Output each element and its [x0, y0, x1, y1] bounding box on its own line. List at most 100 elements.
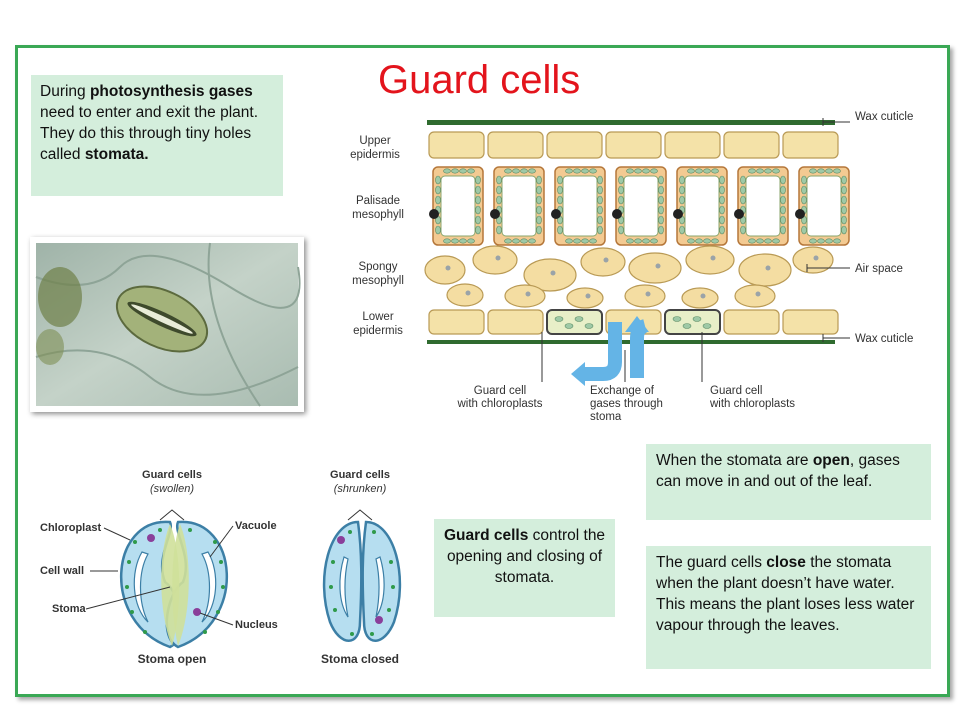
close-text-box: The guard cells close the stomata when t…	[646, 546, 931, 669]
label-lower-epidermis-2: epidermis	[353, 325, 403, 337]
chloroplast	[475, 225, 481, 235]
spongy-cell	[624, 284, 666, 308]
nucleus	[795, 209, 805, 219]
chloroplast	[475, 175, 481, 185]
chloroplast	[597, 175, 603, 185]
page-title: Guard cells	[378, 58, 581, 102]
label-spongy-2: mesophyll	[352, 275, 404, 287]
chloroplast	[780, 215, 786, 225]
chloroplast	[658, 175, 664, 185]
spongy-dot	[465, 290, 471, 296]
chloroplast	[679, 225, 685, 235]
chloroplast	[801, 175, 807, 185]
spongy-cell	[580, 247, 626, 277]
chloroplast	[679, 175, 685, 185]
gas-arrow-out	[580, 322, 622, 381]
chloroplast	[711, 168, 719, 174]
label-air-space: Air space	[855, 263, 903, 275]
chloroplast	[780, 195, 786, 205]
palisade-vacuole	[623, 175, 659, 237]
chloroplast	[557, 185, 563, 195]
chloroplast	[536, 195, 542, 205]
leaf-cells	[424, 120, 850, 386]
chloroplast	[634, 168, 642, 174]
chloroplast	[557, 225, 563, 235]
palisade-vacuole	[745, 175, 781, 237]
chloroplast	[536, 225, 542, 235]
chloroplast	[536, 205, 542, 215]
chloroplast	[780, 185, 786, 195]
label-stoma: Stoma	[52, 603, 87, 615]
stoma-open-closed-diagram: Guard cells (swollen) Guard cells (shrun…	[40, 469, 402, 666]
chloroplast	[658, 205, 664, 215]
spongy-cell	[734, 284, 776, 308]
chloroplast	[650, 168, 658, 174]
chloroplast	[528, 168, 536, 174]
chloroplast	[642, 168, 650, 174]
label-palisade-1: Palisade	[356, 195, 400, 207]
spongy-cell	[566, 287, 604, 309]
spongy-cell	[681, 287, 719, 309]
label-lower-epidermis-1: Lower	[362, 311, 393, 323]
chloroplast	[597, 185, 603, 195]
nucleus	[734, 209, 744, 219]
label-wax-cuticle-bottom: Wax cuticle	[855, 333, 913, 345]
chloroplast	[764, 238, 772, 244]
open-text-box: When the stomata are open, gases can mov…	[646, 444, 931, 520]
chloroplast	[642, 238, 650, 244]
upper-epidermis-cell	[546, 131, 603, 159]
chloroplast	[565, 238, 573, 244]
close-text: The guard cells	[656, 554, 767, 571]
palisade-vacuole	[684, 175, 720, 237]
chloroplast	[504, 238, 512, 244]
chloroplast	[536, 175, 542, 185]
chloroplast	[618, 195, 624, 205]
palisade-vacuole	[440, 175, 476, 237]
intro-text-2: need to enter and exit the plant. They d…	[40, 104, 259, 163]
chloroplast	[584, 323, 594, 329]
lower-epidermis-cell	[782, 309, 839, 335]
upper-epidermis-cell	[782, 131, 839, 159]
palisade-vacuole	[501, 175, 537, 237]
control-text: control the opening and closing of stoma…	[446, 527, 606, 586]
chloroplast	[809, 168, 817, 174]
nucleus	[429, 209, 439, 219]
chloroplast	[626, 238, 634, 244]
chloroplast	[435, 225, 441, 235]
chloroplast	[703, 238, 711, 244]
chloroplast	[597, 195, 603, 205]
label-guard-cells-swollen-1: Guard cells	[142, 469, 202, 481]
chloroplast	[618, 225, 624, 235]
lower-epidermis-cell	[428, 309, 485, 335]
chloroplast	[801, 185, 807, 195]
chloroplast	[740, 225, 746, 235]
chloroplast	[512, 238, 520, 244]
label-cell-wall: Cell wall	[40, 565, 84, 577]
chloroplast	[719, 195, 725, 205]
label-exchange-1: Exchange of	[590, 385, 655, 397]
nucleus	[551, 209, 561, 219]
palisade-vacuole	[806, 175, 842, 237]
chloroplast	[475, 195, 481, 205]
spongy-cell	[792, 246, 834, 274]
spongy-dot	[445, 265, 451, 271]
chloroplast	[504, 168, 512, 174]
chloroplast	[496, 195, 502, 205]
chloroplast	[634, 238, 642, 244]
chloroplast	[748, 168, 756, 174]
chloroplast	[496, 185, 502, 195]
chloroplast	[719, 215, 725, 225]
chloroplast	[780, 205, 786, 215]
label-chloroplast: Chloroplast	[40, 522, 101, 534]
chloroplast	[581, 238, 589, 244]
label-exchange-3: stoma	[590, 411, 622, 423]
chloroplast	[557, 175, 563, 185]
chloroplast	[475, 215, 481, 225]
spongy-dot	[700, 293, 706, 299]
spongy-dot	[813, 255, 819, 261]
chloroplast	[658, 215, 664, 225]
chloroplast	[702, 323, 712, 329]
chloroplast	[618, 175, 624, 185]
chloroplast	[443, 238, 451, 244]
label-stoma-closed: Stoma closed	[321, 652, 399, 666]
